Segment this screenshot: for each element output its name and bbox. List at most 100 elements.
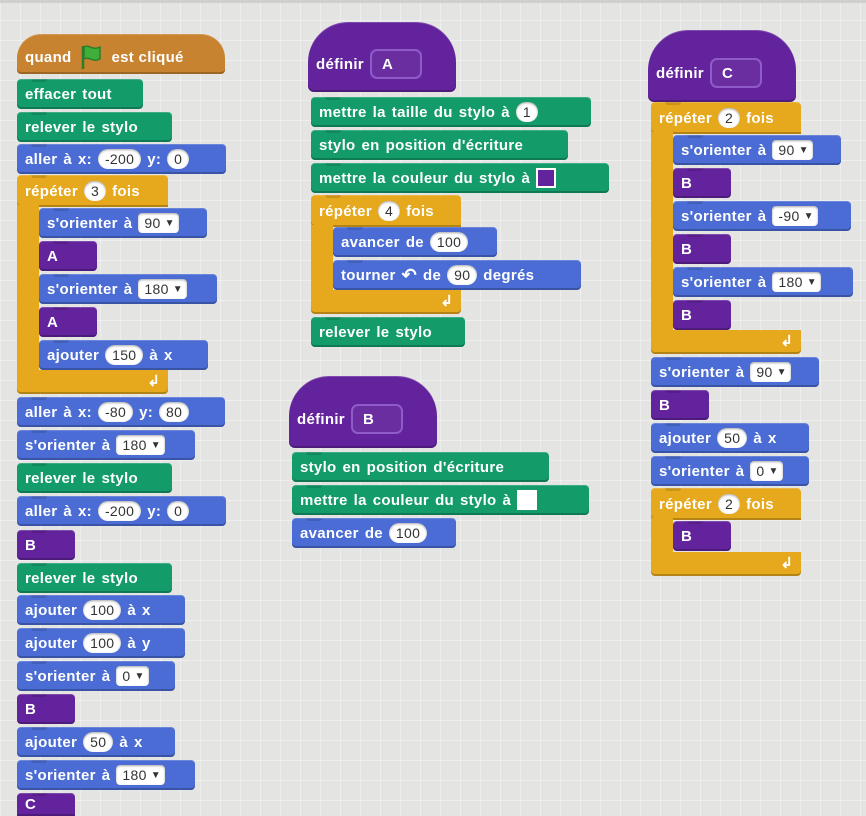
pen-down-block[interactable]: stylo en position d'écriture <box>311 130 568 160</box>
repeat-block[interactable]: répéter 2 fois <box>651 488 801 520</box>
pen-up-block[interactable]: relever le stylo <box>311 317 465 347</box>
define-block-c[interactable]: définir C <box>648 30 796 102</box>
custom-block-b-call[interactable]: B <box>673 521 731 551</box>
pen-down-label: position <box>366 458 428 476</box>
dropdown-caret-icon: ▼ <box>172 283 183 295</box>
direction-dropdown[interactable]: 180▼ <box>116 765 165 785</box>
x-input[interactable]: -200 <box>97 501 142 521</box>
x-input[interactable]: -200 <box>97 149 142 169</box>
y-input[interactable]: 0 <box>167 501 190 521</box>
pen-up-block[interactable]: relever le stylo <box>17 112 172 142</box>
go-to-label: aller <box>25 150 58 168</box>
set-pen-color-block[interactable]: mettre la couleur du stylo à <box>292 485 589 515</box>
repeat-label: répéter <box>659 109 712 127</box>
go-to-xy-block[interactable]: aller à x: -200 y: 0 <box>17 496 226 526</box>
direction-dropdown[interactable]: 0▼ <box>116 666 149 686</box>
degrees-input[interactable]: 90 <box>447 265 478 285</box>
repeat-arm <box>651 518 673 558</box>
go-to-xy-block[interactable]: aller à x: -200 y: 0 <box>17 144 226 174</box>
direction-dropdown[interactable]: 90▼ <box>772 140 813 160</box>
change-x-block[interactable]: ajouter 50 à x <box>17 727 175 757</box>
custom-block-b-call[interactable]: B <box>17 694 75 724</box>
change-x-input[interactable]: 100 <box>83 600 122 620</box>
point-label: s'orienter <box>25 436 96 454</box>
move-steps-block[interactable]: avancer de 100 <box>333 227 497 257</box>
workspace-top-border <box>0 0 866 3</box>
custom-block-name: B <box>659 396 671 414</box>
set-pen-size-block[interactable]: mettre la taille du stylo à 1 <box>311 97 591 127</box>
rotate-left-icon: ↶ <box>401 264 417 285</box>
change-x-block[interactable]: ajouter 50 à x <box>651 423 809 453</box>
custom-block-a-call[interactable]: A <box>39 241 97 271</box>
procedure-prototype[interactable]: C <box>709 58 762 88</box>
custom-block-a-call[interactable]: A <box>39 307 97 337</box>
steps-input[interactable]: 100 <box>429 232 469 252</box>
point-direction-block[interactable]: s'orienter à 90▼ <box>39 208 207 238</box>
to-label: à <box>127 634 137 652</box>
point-direction-block[interactable]: s'orienter à 180▼ <box>17 430 195 460</box>
direction-dropdown[interactable]: 90▼ <box>750 362 791 382</box>
custom-block-b-call[interactable]: B <box>651 390 709 420</box>
direction-dropdown[interactable]: 90▼ <box>138 213 179 233</box>
repeat-count-input[interactable]: 4 <box>377 201 401 221</box>
direction-dropdown[interactable]: 0▼ <box>750 461 783 481</box>
repeat-count-input[interactable]: 2 <box>717 494 741 514</box>
custom-block-b-call[interactable]: B <box>673 234 731 264</box>
pen-clear-block[interactable]: effacer tout <box>17 79 143 109</box>
set-pen-color-block[interactable]: mettre la couleur du stylo à <box>311 163 609 193</box>
when-flag-clicked-block[interactable]: quand est cliqué <box>17 34 225 74</box>
repeat-count-input[interactable]: 3 <box>83 181 107 201</box>
pen-up-block[interactable]: relever le stylo <box>17 563 172 593</box>
point-direction-block[interactable]: s'orienter à 0▼ <box>17 661 175 691</box>
point-direction-block[interactable]: s'orienter à 180▼ <box>673 267 853 297</box>
repeat-block[interactable]: répéter 3 fois <box>17 175 168 207</box>
custom-block-c-call[interactable]: C <box>17 793 75 816</box>
repeat-block[interactable]: répéter 2 fois <box>651 102 801 134</box>
pen-down-block[interactable]: stylo en position d'écriture <box>292 452 549 482</box>
pen-color-swatch[interactable] <box>536 168 557 188</box>
to-label: à <box>757 273 767 291</box>
move-steps-block[interactable]: avancer de 100 <box>292 518 456 548</box>
repeat-count-input[interactable]: 2 <box>717 108 741 128</box>
turn-left-block[interactable]: tourner ↶ de 90 degrés <box>333 260 581 290</box>
x-input[interactable]: -80 <box>97 402 134 422</box>
point-direction-block[interactable]: s'orienter à 90▼ <box>673 135 841 165</box>
set-pen-color-label: la <box>353 491 367 509</box>
procedure-prototype[interactable]: B <box>350 404 403 434</box>
pen-up-block[interactable]: relever le stylo <box>17 463 172 493</box>
pen-color-swatch[interactable] <box>517 490 538 510</box>
point-direction-block[interactable]: s'orienter à 180▼ <box>17 760 195 790</box>
change-x-input[interactable]: 150 <box>105 345 144 365</box>
direction-dropdown[interactable]: 180▼ <box>116 435 165 455</box>
go-to-xy-block[interactable]: aller à x: -80 y: 80 <box>17 397 225 427</box>
point-direction-block[interactable]: s'orienter à 180▼ <box>39 274 217 304</box>
steps-input[interactable]: 100 <box>388 523 428 543</box>
repeat-block[interactable]: répéter 4 fois <box>311 195 461 227</box>
y-input[interactable]: 0 <box>167 149 190 169</box>
direction-dropdown[interactable]: 180▼ <box>772 272 821 292</box>
define-block-b[interactable]: définir B <box>289 376 437 448</box>
to-label: à <box>123 214 133 232</box>
change-x-block[interactable]: ajouter 100 à x <box>17 595 185 625</box>
change-y-input[interactable]: 100 <box>83 633 122 653</box>
repeat-bottom: ↲ <box>17 370 168 394</box>
pen-size-input[interactable]: 1 <box>515 102 538 122</box>
custom-block-b-call[interactable]: B <box>673 300 731 330</box>
define-block-a[interactable]: définir A <box>308 22 456 92</box>
change-y-block[interactable]: ajouter 100 à y <box>17 628 185 658</box>
set-pen-color-label: stylo <box>460 491 497 509</box>
change-x-block[interactable]: ajouter 150 à x <box>39 340 208 370</box>
change-x-input[interactable]: 50 <box>83 732 114 752</box>
procedure-prototype[interactable]: A <box>369 49 422 79</box>
point-direction-block[interactable]: s'orienter à -90▼ <box>673 201 851 231</box>
change-x-input[interactable]: 50 <box>717 428 748 448</box>
repeat-arm <box>311 225 333 295</box>
y-input[interactable]: 80 <box>159 402 190 422</box>
direction-dropdown[interactable]: -90▼ <box>772 206 818 226</box>
set-pen-size-label: la <box>372 103 386 121</box>
point-direction-block[interactable]: s'orienter à 0▼ <box>651 456 809 486</box>
custom-block-b-call[interactable]: B <box>673 168 731 198</box>
point-direction-block[interactable]: s'orienter à 90▼ <box>651 357 819 387</box>
direction-dropdown[interactable]: 180▼ <box>138 279 187 299</box>
custom-block-b-call[interactable]: B <box>17 530 75 560</box>
